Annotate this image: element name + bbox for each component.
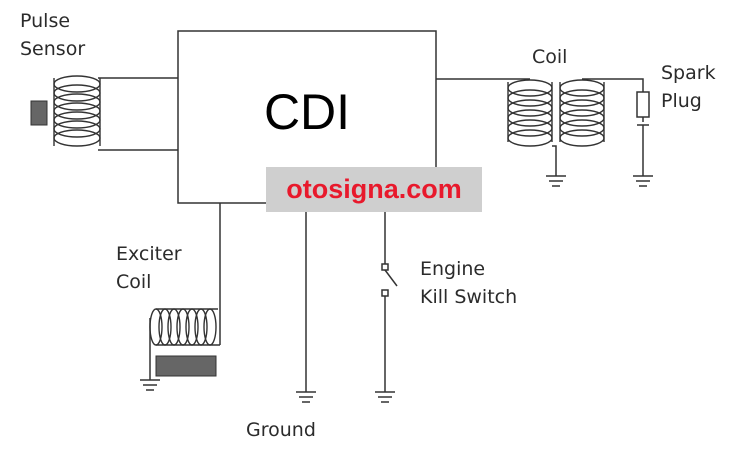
spark-plug-label-line1: Spark [661, 62, 716, 84]
exciter-core [155, 355, 217, 377]
ground-label: Ground [246, 419, 316, 441]
pulse-sensor-coil [53, 75, 101, 147]
ignition-coil-secondary [559, 79, 605, 147]
kill-switch-label-line2: Kill Switch [420, 286, 518, 308]
kill-switch-label-line1: Engine [420, 258, 486, 280]
coil-to-plug-wire [582, 78, 644, 92]
coil-label: Coil [532, 46, 568, 68]
watermark-text: otosigna.com [286, 174, 462, 204]
exciter-coil-label-line2: Coil [116, 271, 152, 293]
spark-plug [633, 91, 653, 187]
coil-ground [546, 145, 566, 187]
ignition-coil-primary [507, 79, 553, 147]
cdi-label: CDI [263, 84, 351, 140]
spark-plug-label-line2: Plug [661, 90, 702, 112]
main-ground [296, 203, 316, 403]
exciter-coil [149, 308, 220, 346]
pulse-sensor-label-line2: Sensor [20, 38, 86, 60]
watermark-banner: otosigna.com [266, 167, 482, 212]
exciter-coil-label-line1: Exciter [116, 243, 182, 265]
pulse-sensor-label-line1: Pulse [20, 10, 71, 32]
engine-kill-switch [375, 203, 398, 403]
pulse-sensor-core [30, 100, 48, 126]
